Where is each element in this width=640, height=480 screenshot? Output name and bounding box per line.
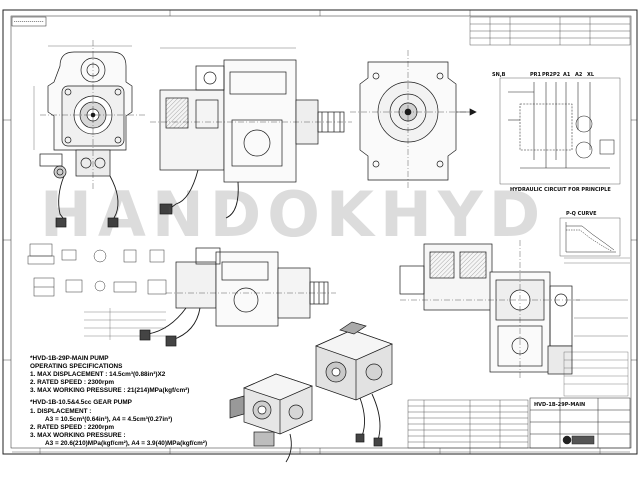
pump-side-view [150,47,352,219]
spec-max-displacement: 1. MAX DISPLACEMENT : 14.5cm³(0.88in³)X2 [30,371,166,379]
hydraulic-circuit [499,77,621,185]
spec-max-pressure: 3. MAX WORKING PRESSURE : 21(214)MPa(kgf… [30,387,190,395]
gear-pump-title: *HVD-1B-10.5&4.5cc GEAR PUMP [30,399,132,407]
title-block-part-code: HVD-1B-29P-MAIN [534,402,586,408]
detail-sketches [27,243,167,340]
spec-rated-speed: 2. RATED SPEED : 2300rpm [30,379,115,387]
port-label: SN,B [492,72,506,78]
port-label: XL [587,72,595,78]
operating-specifications: *HVD-1B-29P-MAIN PUMP OPERATING SPECIFIC… [30,355,260,448]
pump-side-view-2 [139,247,336,347]
port-label: PR2 [542,72,553,78]
parts-list-table [407,399,529,449]
drawing-number-box [11,16,47,27]
main-pump-title: *HVD-1B-29P-MAIN PUMP [30,355,109,362]
title-block [529,397,631,449]
gear-spec-displacement: 1. DISPLACEMENT : [30,407,92,415]
bottom-scale-strip [12,448,630,454]
pump-isometric-view-1 [229,373,313,463]
port-label: PR1 [530,72,541,78]
port-label: A1 [563,72,571,78]
pq-curve-chart [559,217,630,264]
pump-rear-view [350,50,477,190]
operating-title: OPERATING SPECIFICATIONS [30,363,123,371]
hydraulic-circuit-caption: HYDRAULIC CIRCUIT FOR PRINCIPLE [510,187,611,193]
revision-table [469,16,631,46]
pump-front-view [33,40,146,228]
gear-spec-displacement-values: A3 = 10.5cm³(0.64in³), A4 = 4.5cm³(0.27i… [45,415,173,423]
sheet-border [2,9,638,455]
pq-curve-title: P-Q CURVE [566,211,597,217]
pump-section-view [399,240,628,380]
pump-isometric-view-2 [315,321,393,447]
notes-column [563,351,629,397]
port-label: P2 [553,72,561,78]
gear-spec-rated-speed: 2. RATED SPEED : 2200rpm [30,423,115,431]
gear-spec-max-pressure-values: A3 = 20.6(210)MPa(kgf/cm²), A4 = 3.9(40)… [45,439,208,447]
port-label: A2 [575,72,583,78]
gear-spec-max-pressure: 3. MAX WORKING PRESSURE : [30,431,126,439]
